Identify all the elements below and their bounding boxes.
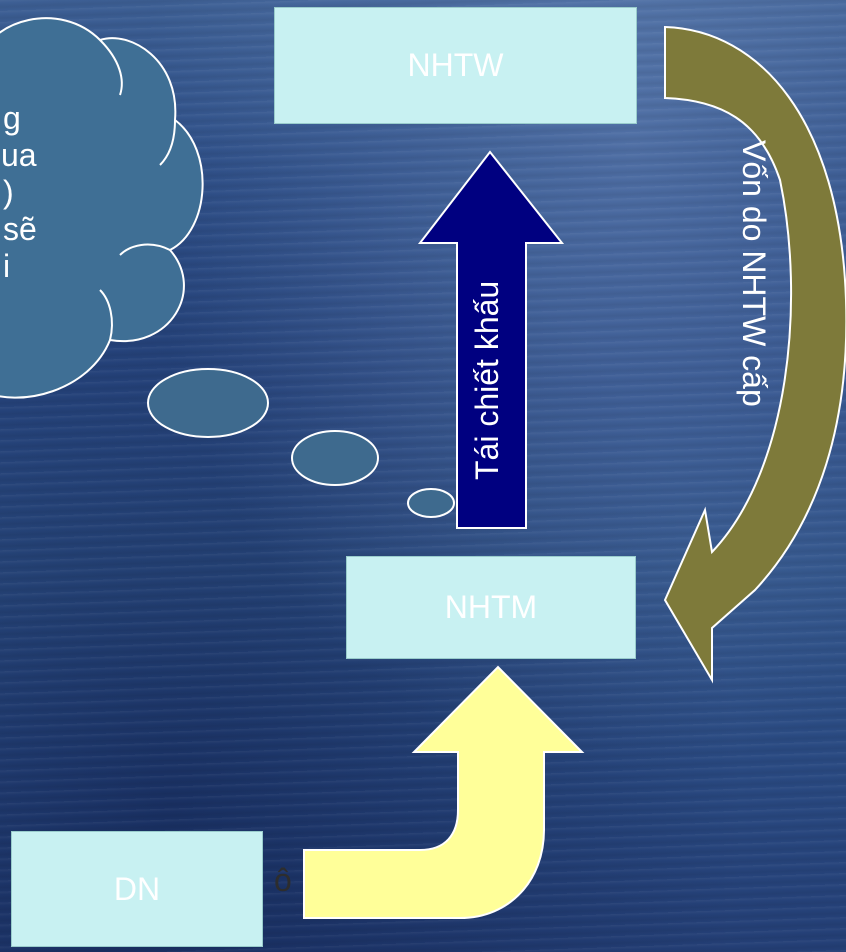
curved-arrow-nhtw-to-nhtm <box>663 25 846 684</box>
label-von-do-nhtw-cap: Vốn do NHTW cấp <box>736 140 772 407</box>
label-bottom-arrow: ô <box>274 862 292 898</box>
label-tai-chiet-khau: Tái chiết khấu <box>469 280 505 480</box>
node-nhtm: NHTM <box>346 556 636 659</box>
cloud-text: g ua ) sẽ i <box>1 100 37 285</box>
cloud-line: ) <box>3 174 14 210</box>
navy-up-arrow <box>417 150 565 529</box>
node-nhtw: NHTW <box>274 7 637 124</box>
yellow-arrow-dn-to-nhtm <box>303 665 585 919</box>
thought-cloud <box>0 17 204 399</box>
thought-bubble-small <box>407 488 455 518</box>
thought-bubble-medium <box>291 430 379 486</box>
cloud-line: g <box>3 100 21 136</box>
cloud-line: sẽ <box>3 211 37 247</box>
thought-bubble-large <box>147 368 269 438</box>
cloud-line: i <box>3 248 11 284</box>
cloud-line: ua <box>1 137 37 173</box>
node-dn: DN <box>11 831 263 947</box>
